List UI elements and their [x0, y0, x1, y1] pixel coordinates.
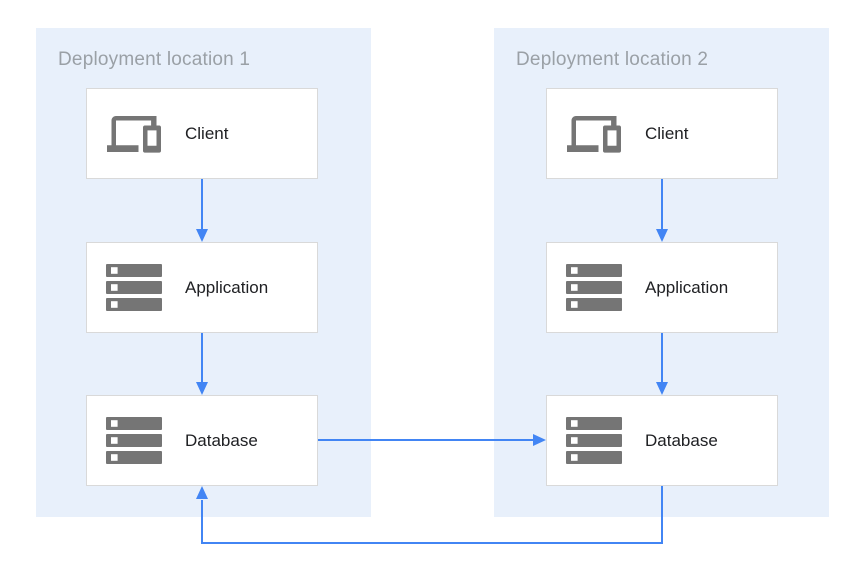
node-database-1: Database: [86, 395, 318, 486]
node-label: Database: [645, 430, 718, 450]
zone-1-title: Deployment location 1: [58, 49, 251, 70]
node-label: Client: [645, 123, 689, 143]
node-application-1: Application: [86, 242, 318, 333]
node-label: Database: [185, 430, 258, 450]
node-label: Client: [185, 123, 229, 143]
server-stack-icon: [105, 417, 163, 464]
node-database-2: Database: [546, 395, 778, 486]
server-stack-icon: [105, 264, 163, 311]
server-stack-icon: [565, 264, 623, 311]
server-stack-icon: [565, 417, 623, 464]
node-label: Application: [645, 277, 729, 297]
devices-icon: [105, 107, 163, 161]
node-application-2: Application: [546, 242, 778, 333]
node-client-2: Client: [546, 88, 778, 179]
zone-2-title: Deployment location 2: [516, 49, 709, 70]
node-label: Application: [185, 277, 269, 297]
devices-icon: [565, 107, 623, 161]
node-client-1: Client: [86, 88, 318, 179]
